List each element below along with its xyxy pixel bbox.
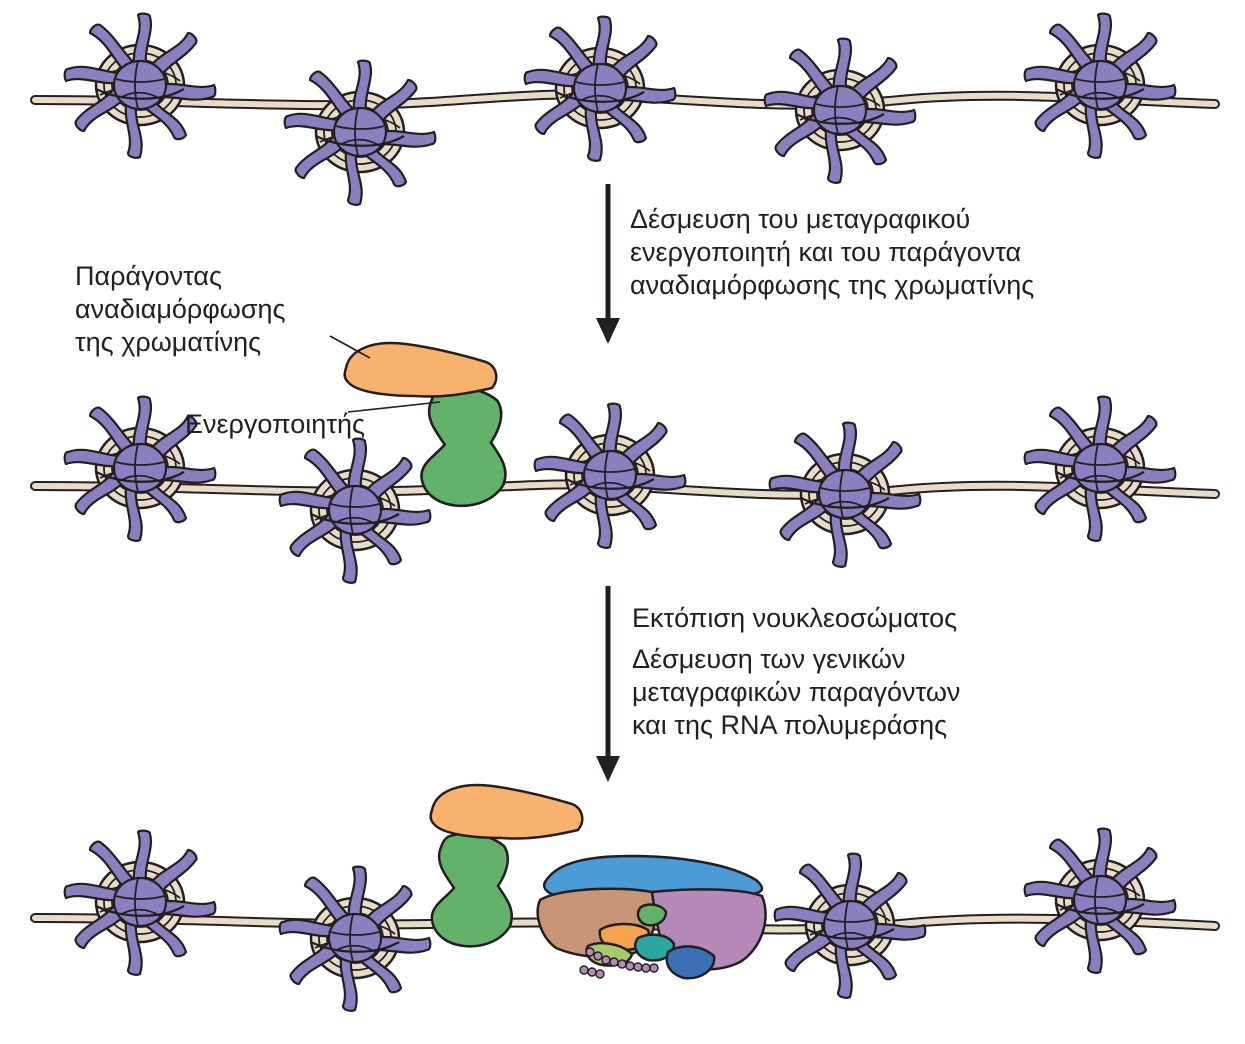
arrow-step-2 (596, 586, 620, 782)
nucleosome (63, 12, 217, 160)
activator-protein (420, 386, 507, 508)
caption-line: ενεργοποιητή και του παράγοντα (630, 237, 1022, 267)
label-line: Παράγοντας (75, 261, 222, 291)
label-line: αναδιαμόρφωσης (75, 294, 286, 324)
remodeling-factor-protein (429, 783, 584, 840)
caption-line: Εκτόπιση νουκλεοσώματος (632, 603, 958, 633)
nucleosome (1023, 395, 1177, 543)
remodeling-factor-protein (343, 341, 498, 398)
rna-polymerase-complex (536, 854, 767, 980)
step-1-caption: Δέσμευση του μεταγραφικού ενεργοποιητή κ… (630, 203, 1034, 302)
caption-line: Δέσμευση των γενικών (632, 644, 906, 674)
nucleosome (533, 402, 687, 550)
nucleosome (763, 37, 917, 185)
activator-label: Ενεργοποιητής (185, 409, 366, 439)
nucleosome (278, 865, 432, 1013)
nucleosome (523, 15, 677, 163)
nucleosome (1023, 12, 1177, 160)
caption-line: και της RNA πολυμεράσης (632, 710, 948, 740)
activator-protein (430, 832, 514, 948)
chromatin-row-3 (30, 783, 1220, 1013)
chromatin-row-1 (30, 12, 1220, 207)
nucleosome (63, 829, 217, 977)
label-line: της χρωματίνης (75, 327, 262, 357)
chromatin-row-2 (30, 335, 1220, 585)
nucleosome (278, 437, 432, 585)
remodeler-label: Παράγοντας αναδιαμόρφωσης της χρωματίνης (75, 260, 286, 359)
caption-line: μεταγραφικών παραγόντων (632, 677, 961, 707)
step-2-caption: Εκτόπιση νουκλεοσώματος Δέσμευση των γεν… (632, 602, 960, 742)
caption-line: αναδιαμόρφωσης της χρωματίνης (630, 270, 1035, 300)
rna-transcript (579, 947, 659, 979)
arrow-step-1 (596, 184, 620, 344)
caption-line: Δέσμευση του μεταγραφικού (630, 204, 971, 234)
nucleosome (283, 59, 437, 207)
nucleosome (1023, 827, 1177, 975)
